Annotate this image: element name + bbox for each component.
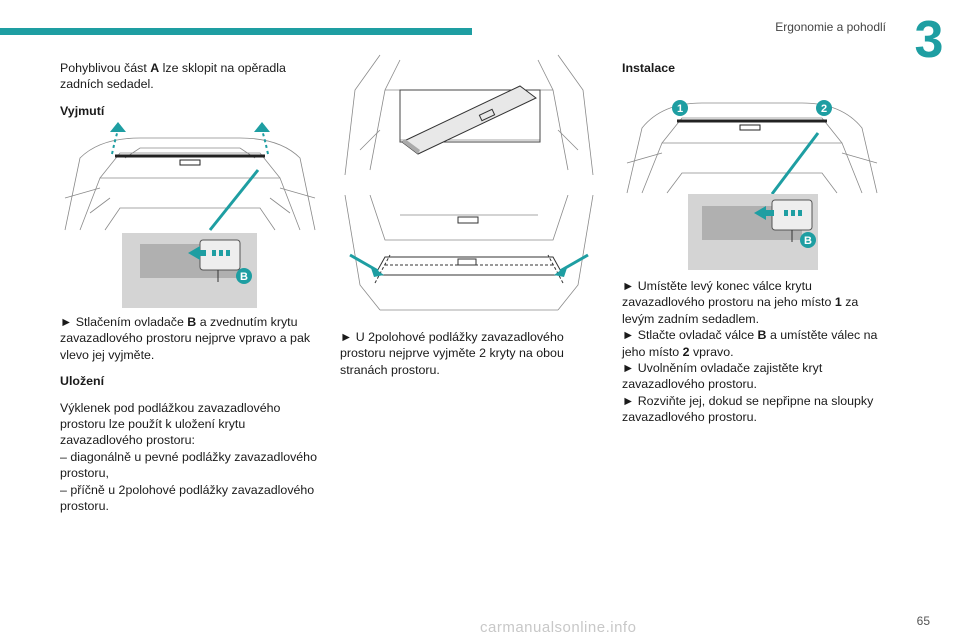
col3-body: ► Umístěte levý konec válce krytu zavaza… bbox=[622, 278, 886, 426]
figure-installation: 1 2 B bbox=[622, 88, 882, 270]
storage-item-2: – příčně u 2polohové podlážky zavazadlov… bbox=[60, 482, 315, 514]
section-title: Ergonomie a pohodlí bbox=[775, 20, 886, 34]
header-accent-bar bbox=[0, 28, 472, 35]
figure-removal: B bbox=[60, 118, 320, 308]
label-1: 1 bbox=[677, 103, 683, 115]
figure-storage-2pos bbox=[340, 195, 598, 315]
page-number: 65 bbox=[916, 614, 930, 628]
step-removal: ► Stlačením ovladače B a zvednutím krytu… bbox=[60, 315, 311, 362]
storage-item-1: – diagonálně u pevné podlážky zavazadlov… bbox=[60, 449, 317, 481]
col1-intro: Pohyblivou část A lze sklopit na opěradl… bbox=[60, 60, 322, 119]
install-step-1: ► Umístěte levý konec válce krytu zavaza… bbox=[622, 279, 859, 326]
install-step-3: ► Uvolněním ovladače zajistěte kryt zava… bbox=[622, 361, 823, 392]
step-2pos-floor: ► U 2polohové podlážky zavazadlového pro… bbox=[340, 330, 564, 377]
heading-instalace: Instalace bbox=[622, 61, 676, 75]
label-2: 2 bbox=[821, 103, 827, 115]
storage-paragraph: Výklenek pod podlážkou zavazadlového pro… bbox=[60, 400, 281, 448]
label-b: B bbox=[240, 271, 248, 283]
heading-ulozeni: Uložení bbox=[60, 374, 105, 389]
figure-storage-fixed bbox=[340, 50, 598, 180]
heading-vyjmuti: Vyjmutí bbox=[60, 103, 105, 118]
chapter-number: 3 bbox=[898, 10, 960, 70]
intro-paragraph: Pohyblivou část A lze sklopit na opěradl… bbox=[60, 61, 286, 92]
col1-body: ► Stlačením ovladače B a zvednutím krytu… bbox=[60, 314, 324, 514]
label-b-install: B bbox=[804, 235, 812, 247]
install-step-4: ► Rozviňte jej, dokud se nepřipne na slo… bbox=[622, 393, 874, 425]
col2-body: ► U 2polohové podlážky zavazadlového pro… bbox=[340, 329, 602, 378]
install-step-2: ► Stlačte ovladač válce B a umístěte vál… bbox=[622, 328, 878, 359]
watermark: carmanualsonline.info bbox=[480, 619, 637, 636]
col3-heading: Instalace bbox=[622, 60, 884, 76]
